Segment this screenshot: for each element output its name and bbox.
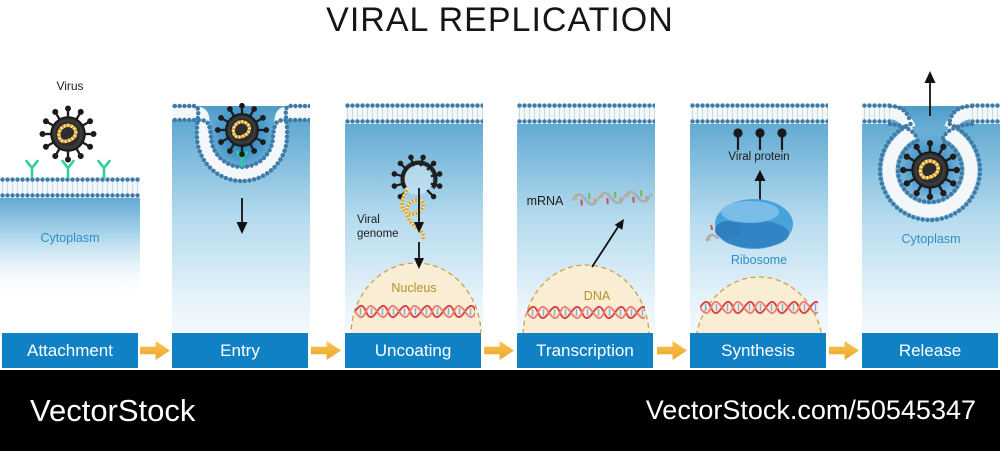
- viral-genome-label: Viral genome: [357, 214, 399, 240]
- step-label-attachment: Attachment: [2, 333, 138, 368]
- cell-membrane: [345, 103, 483, 124]
- watermark-bar: VectorStock VectorStock.com/50545347: [0, 370, 1000, 451]
- vectorstock-logo: VectorStock: [30, 392, 196, 428]
- entry-arrow-icon: [236, 198, 248, 234]
- viral-protein-label: Viral protein: [728, 151, 790, 163]
- open-capsid-icon: [389, 152, 445, 202]
- panel-synthesis: Viral protein Ribosome: [690, 58, 828, 333]
- dna-label: DNA: [583, 289, 611, 303]
- receptor-icon: [97, 159, 111, 179]
- synthesis-illustration: [690, 103, 828, 333]
- budding-vesicle-membrane: [877, 103, 983, 223]
- synthesis-arrow-icon: [754, 170, 766, 200]
- viral-protein-icons: [733, 128, 787, 150]
- receptor-icon: [25, 159, 39, 179]
- cytoplasm-label: Cytoplasm: [40, 231, 100, 245]
- mrna-label: mRNA: [526, 194, 564, 208]
- step-label-uncoating: Uncoating: [345, 333, 481, 368]
- cell-membrane: [0, 177, 140, 198]
- ribosome-icon: [702, 199, 793, 249]
- receptor-icon: [61, 159, 75, 179]
- cell-membrane: [690, 103, 828, 124]
- step-arrow-icon: [829, 341, 859, 360]
- dna-helix: [527, 305, 645, 320]
- nucleus-label: Nucleus: [391, 281, 437, 295]
- transcription-arrow-icon: [591, 219, 624, 268]
- attachment-illustration: [0, 58, 140, 297]
- virus-icon: [40, 106, 97, 163]
- release-illustration: [862, 71, 1000, 331]
- dna-helix: [700, 300, 818, 315]
- vectorstock-id: VectorStock.com/50545347: [645, 395, 976, 425]
- cytoplasm-area: [0, 187, 140, 297]
- step-arrow-icon: [311, 341, 341, 360]
- step-arrow-icon: [140, 341, 170, 360]
- mrna-strand: [572, 187, 653, 208]
- ribosome-label: Ribosome: [730, 253, 788, 267]
- panel-attachment: Virus Cytoplasm: [0, 58, 140, 333]
- cell-membrane: [970, 103, 1000, 124]
- step-arrow-icon: [657, 341, 687, 360]
- page-title: VIRAL REPLICATION: [326, 1, 674, 39]
- panel-release: Cytoplasm: [862, 58, 1000, 333]
- cell-membrane: [517, 103, 655, 124]
- uncoating-arrow-icon: [414, 188, 424, 269]
- transcription-illustration: [517, 103, 655, 333]
- dna-helix: [355, 304, 475, 319]
- panel-entry: [172, 58, 310, 333]
- uncoating-illustration: [345, 103, 483, 333]
- entry-illustration: [172, 58, 310, 331]
- step-label-entry: Entry: [172, 333, 308, 368]
- panel-uncoating: Viral genome Nucleus: [345, 58, 483, 333]
- cell-membrane: [862, 103, 892, 124]
- panel-transcription: mRNA DNA: [517, 58, 655, 333]
- step-arrow-icon: [484, 341, 514, 360]
- cytoplasm-label: Cytoplasm: [901, 232, 961, 246]
- step-label-transcription: Transcription: [517, 333, 653, 368]
- virus-label: Virus: [56, 79, 84, 93]
- step-label-synthesis: Synthesis: [690, 333, 826, 368]
- step-label-release: Release: [862, 333, 998, 368]
- release-arrow-icon: [924, 71, 936, 116]
